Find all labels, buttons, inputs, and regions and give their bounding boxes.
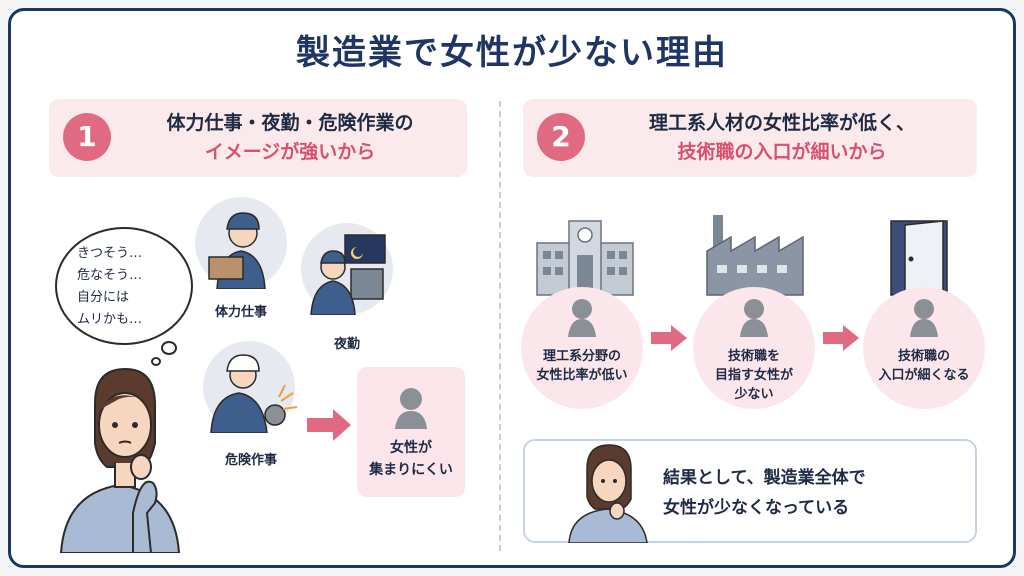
worker-icon (210, 354, 298, 433)
section-1-header: 1 体力仕事・夜勤・危険作業の イメージが強いから (49, 99, 467, 177)
section-1-heading: 体力仕事・夜勤・危険作業の イメージが強いから (123, 109, 457, 167)
step-2-line3: 少ない (734, 387, 774, 402)
section-2-number-badge: 2 (537, 113, 585, 161)
thinking-woman-icon (59, 367, 181, 553)
step-3-line1: 技術職の (897, 349, 950, 364)
thought-bubble-icon (55, 227, 193, 345)
step-3-line2: 入口が細くなる (878, 368, 970, 383)
worker-2-caption: 夜勤 (333, 337, 360, 352)
thought-text: きつそう… 危なそう… 自分には ムリかも… (77, 243, 187, 331)
step-2-text: 技術職を 目指す女性が 少ない (688, 347, 820, 404)
result-line1: 女性が (390, 440, 432, 456)
section-1-number-badge: 1 (63, 113, 111, 161)
section-1-heading-line2: イメージが強いから (204, 141, 376, 163)
section-2-header: 2 理工系人材の女性比率が低く、 技術職の入口が細いから (523, 99, 977, 177)
page-title: 製造業で女性が少ない理由 (296, 33, 728, 73)
arrow-right-icon (307, 409, 351, 441)
arrow-right-icon (651, 325, 687, 351)
door-icon (890, 220, 948, 296)
conclusion-line2: 女性が少なくなっている (663, 498, 850, 518)
worker-3-caption: 危険作事 (224, 453, 277, 468)
section-1-heading-line1: 体力仕事・夜勤・危険作業の (166, 112, 414, 134)
thought-bubble-dot (151, 357, 161, 366)
step-1-text: 理工系分野の 女性比率が低い (516, 347, 648, 385)
thought-line: ムリかも… (77, 312, 143, 327)
arrow-right-icon (823, 325, 859, 351)
result-text: 女性が 集まりにくい (357, 437, 465, 481)
step-2-line1: 技術職を (727, 349, 780, 364)
step-1-line1: 理工系分野の (542, 349, 621, 364)
school-building-icon (536, 220, 634, 296)
worker-icon (310, 234, 386, 315)
thought-line: 自分には (77, 290, 130, 305)
person-icon (395, 388, 427, 429)
conclusion-line1: 結果として、製造業全体で (663, 468, 866, 488)
thought-line: 危なそう… (77, 268, 143, 283)
step-3-text: 技術職の 入口が細くなる (858, 347, 990, 385)
person-icon (740, 299, 768, 337)
worker-icon (208, 212, 266, 289)
conclusion-text: 結果として、製造業全体で 女性が少なくなっている (663, 463, 963, 523)
section-divider (499, 101, 501, 551)
section-2-heading: 理工系人材の女性比率が低く、 技術職の入口が細いから (597, 109, 967, 167)
worker-1-caption: 体力仕事 (214, 305, 267, 320)
person-icon (568, 299, 596, 337)
section-2-heading-line2: 技術職の入口が細いから (677, 141, 887, 163)
person-icon (910, 299, 938, 337)
result-line2: 集まりにくい (369, 462, 453, 478)
thinking-woman-icon (568, 444, 648, 543)
factory-icon (706, 215, 804, 296)
step-1-line2: 女性比率が低い (536, 368, 628, 383)
thought-bubble-dot (161, 341, 177, 355)
step-2-line2: 目指す女性が (714, 368, 793, 383)
section-2-heading-line1: 理工系人材の女性比率が低く、 (648, 112, 915, 134)
infographic-frame: 製造業で女性が少ない理由 1 体力仕事・夜勤・危険作業の イメージが強いから 2… (8, 8, 1016, 568)
thought-line: きつそう… (77, 246, 143, 261)
